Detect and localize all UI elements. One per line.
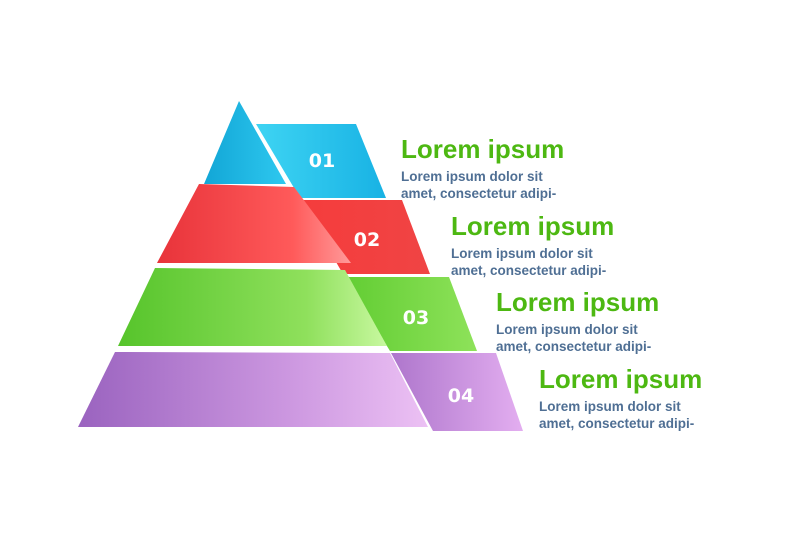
pyramid-tier-4: 04 xyxy=(78,352,523,431)
tier-1-number: 01 xyxy=(309,150,335,172)
step-2-text: Lorem ipsum Lorem ipsum dolor sit amet, … xyxy=(451,211,781,279)
pyramid-tier-1: 01 xyxy=(204,101,386,198)
tier-2-number: 02 xyxy=(354,229,380,251)
step-4-desc-line-2: amet, consectetur adipi- xyxy=(539,416,695,431)
tier-4-number: 04 xyxy=(448,385,474,407)
step-3-desc-line-2: amet, consectetur adipi- xyxy=(496,339,652,354)
tier-1-right-face xyxy=(256,124,386,198)
tier-3-left-face xyxy=(118,268,387,346)
tier-1-left-face xyxy=(204,101,286,184)
step-3-text: Lorem ipsum Lorem ipsum dolor sit amet, … xyxy=(496,287,800,355)
step-4-desc-line-1: Lorem ipsum dolor sit xyxy=(539,399,681,414)
step-2-desc-line-2: amet, consectetur adipi- xyxy=(451,263,607,278)
tier-3-right-face xyxy=(345,277,477,351)
step-1-title: Lorem ipsum xyxy=(401,134,565,164)
tier-2-left-face xyxy=(157,184,351,263)
tier-4-right-face xyxy=(391,353,523,431)
step-1-desc-line-2: amet, consectetur adipi- xyxy=(401,186,557,201)
step-1-desc-line-1: Lorem ipsum dolor sit xyxy=(401,169,543,184)
step-2-desc-line-1: Lorem ipsum dolor sit xyxy=(451,246,593,261)
tier-3-number: 03 xyxy=(403,307,429,329)
step-2-title: Lorem ipsum xyxy=(451,211,615,241)
pyramid-tier-2: 02 xyxy=(157,184,430,274)
tier-4-left-face xyxy=(78,352,428,427)
step-1-text: Lorem ipsum Lorem ipsum dolor sit amet, … xyxy=(401,134,731,202)
step-3-desc-line-1: Lorem ipsum dolor sit xyxy=(496,322,638,337)
step-4-text: Lorem ipsum Lorem ipsum dolor sit amet, … xyxy=(539,364,800,432)
pyramid-tier-3: 03 xyxy=(118,268,477,351)
step-3-title: Lorem ipsum xyxy=(496,287,660,317)
step-4-title: Lorem ipsum xyxy=(539,364,703,394)
